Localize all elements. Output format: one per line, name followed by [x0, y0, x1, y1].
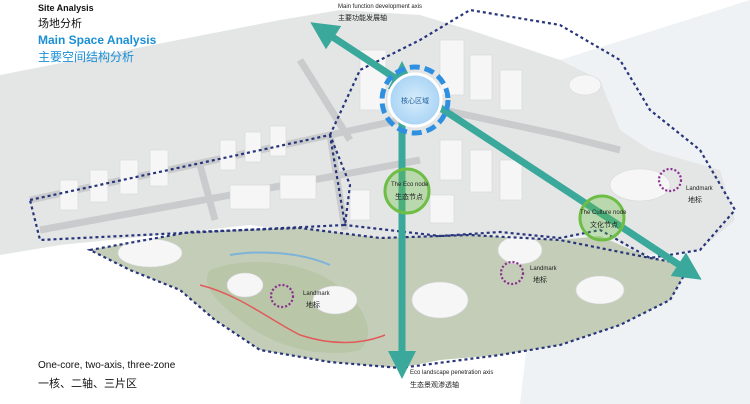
- site-analysis-title-zh: 场地分析: [38, 18, 82, 30]
- landmark-label-zh: 地标: [688, 197, 702, 204]
- landmark-label-en: Landmark: [686, 186, 713, 192]
- structure-summary-zh: 一核、二轴、三片区: [38, 378, 137, 390]
- eco-landscape-axis-label-en: Eco landscape penetration axis: [410, 370, 494, 376]
- eco-node-label-zh: 生态节点: [395, 194, 423, 201]
- main-space-title-en: Main Space Analysis: [38, 33, 157, 47]
- culture-node-label-zh: 文化节点: [590, 222, 618, 229]
- landmark-markers: [269, 167, 683, 309]
- landmark-marker-west: [269, 283, 295, 309]
- landmark-label-zh: 地标: [533, 277, 547, 284]
- main-space-title-zh: 主要空间结构分析: [38, 50, 135, 64]
- landmark-label-en: Landmark: [530, 266, 557, 272]
- landmark-marker-east: [657, 167, 683, 193]
- eco-landscape-axis-label-zh: 生态景观渗透轴: [410, 382, 459, 389]
- core-region-label: 核心区域: [401, 98, 429, 105]
- main-function-axis-label-zh: 主要功能发展轴: [338, 15, 387, 22]
- culture-node-label-en: The Culture node: [580, 210, 627, 216]
- culture-node-marker: [578, 194, 626, 242]
- main-function-axis-arrow: [310, 22, 702, 280]
- eco-node-label-en: The Eco node: [391, 182, 429, 188]
- landmark-marker-south: [499, 260, 525, 286]
- landmark-label-zh: 地标: [306, 302, 320, 309]
- core-region-marker: [379, 64, 451, 136]
- main-function-axis-label-en: Main function development axis: [338, 4, 423, 10]
- park-trail: [199, 284, 386, 344]
- landmark-label-en: Landmark: [303, 291, 330, 297]
- eco-node-marker: [383, 167, 431, 215]
- site-analysis-title-en: Site Analysis: [38, 3, 94, 13]
- structure-summary-en: One-core, two-axis, three-zone: [38, 360, 176, 371]
